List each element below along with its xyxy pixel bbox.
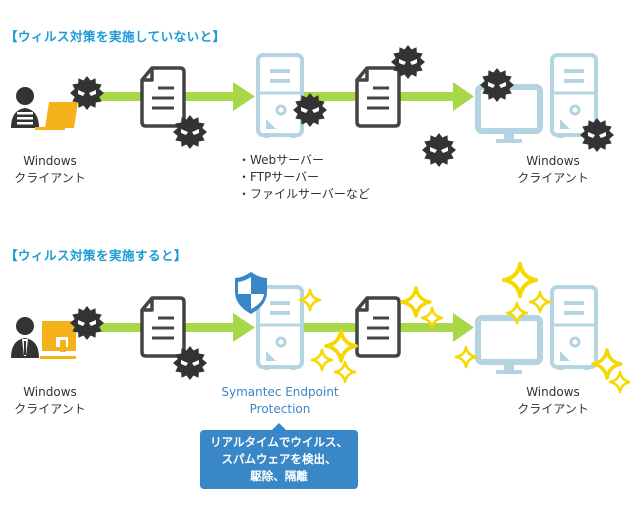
server-type-item: ・ファイルサーバーなど: [238, 187, 370, 201]
dest-label-line-1: Windows: [526, 385, 580, 399]
document-icon: [140, 66, 186, 128]
dest-label-line-1: Windows: [526, 154, 580, 168]
client-label-line-1: Windows: [23, 385, 77, 399]
client-label-line-2: クライアント: [14, 402, 86, 416]
dest-label-line-2: クライアント: [517, 171, 589, 185]
callout-line: リアルタイムでウイルス、: [210, 435, 348, 449]
client-label-line-1: Windows: [23, 154, 77, 168]
shield-icon: [235, 272, 267, 314]
dest-label-line-2: クライアント: [517, 402, 589, 416]
user-desktop-icon: [11, 317, 76, 359]
client-label: Windows クライアント: [5, 153, 95, 187]
client-label-line-2: クライアント: [14, 171, 86, 185]
callout-line: スパムウェアを検出、: [221, 452, 337, 466]
document-icon: [355, 296, 401, 358]
product-label-line-1: Symantec Endpoint: [221, 385, 339, 399]
destination-client-label: Windows クライアント: [508, 153, 598, 187]
server-type-item: ・FTPサーバー: [238, 170, 320, 184]
client-label: Windows クライアント: [5, 384, 95, 418]
user-laptop-icon: [11, 87, 78, 130]
virus-icon: [422, 133, 456, 167]
monitor-icon: [478, 318, 540, 374]
product-label: Symantec Endpoint Protection: [205, 384, 355, 418]
section-heading-with-protection: 【ウィルス対策を実施すると】: [5, 248, 188, 263]
document-icon: [355, 66, 401, 128]
server-icon: [256, 53, 304, 140]
callout-line: 駆除、隔離: [250, 469, 308, 483]
section-heading-without-protection: 【ウィルス対策を実施していないと】: [5, 29, 226, 44]
monitor-icon: [478, 87, 540, 143]
document-icon: [140, 296, 186, 358]
feature-callout: リアルタイムでウイルス、 スパムウェアを検出、 駆除、隔離: [200, 423, 358, 489]
client-tower-icon: [550, 285, 598, 372]
product-label-line-2: Protection: [249, 402, 311, 416]
server-type-list: ・Webサーバー ・FTPサーバー ・ファイルサーバーなど: [238, 152, 370, 203]
server-type-item: ・Webサーバー: [238, 153, 325, 167]
destination-client-label: Windows クライアント: [508, 384, 598, 418]
